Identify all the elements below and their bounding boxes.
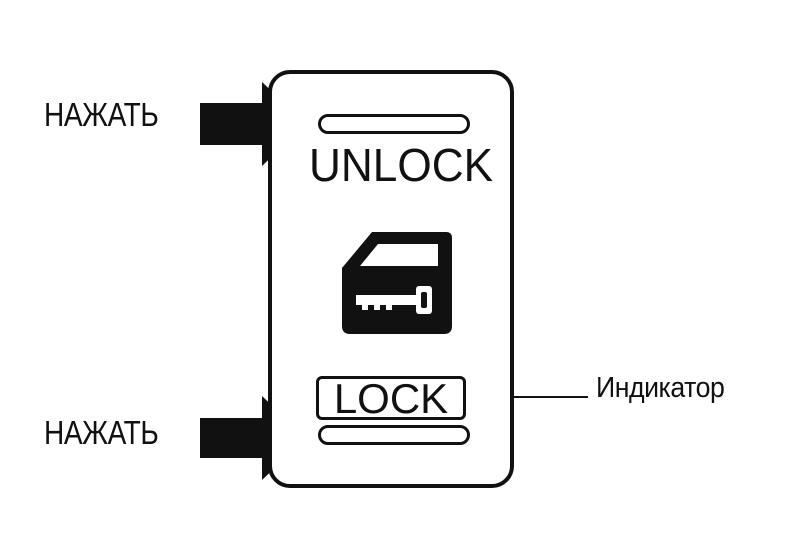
lock-press-slot[interactable] (318, 425, 470, 445)
indicator-label: Индикатор (596, 372, 725, 404)
lock-label: LOCK (333, 375, 449, 422)
push-label-top: НАЖАТЬ (44, 96, 159, 133)
unlock-label: UNLOCK (309, 139, 494, 191)
door-key-icon (342, 232, 452, 334)
lock-indicator-box: LOCK (316, 376, 466, 420)
unlock-press-slot[interactable] (318, 114, 470, 134)
push-label-bottom: НАЖАТЬ (44, 414, 159, 451)
